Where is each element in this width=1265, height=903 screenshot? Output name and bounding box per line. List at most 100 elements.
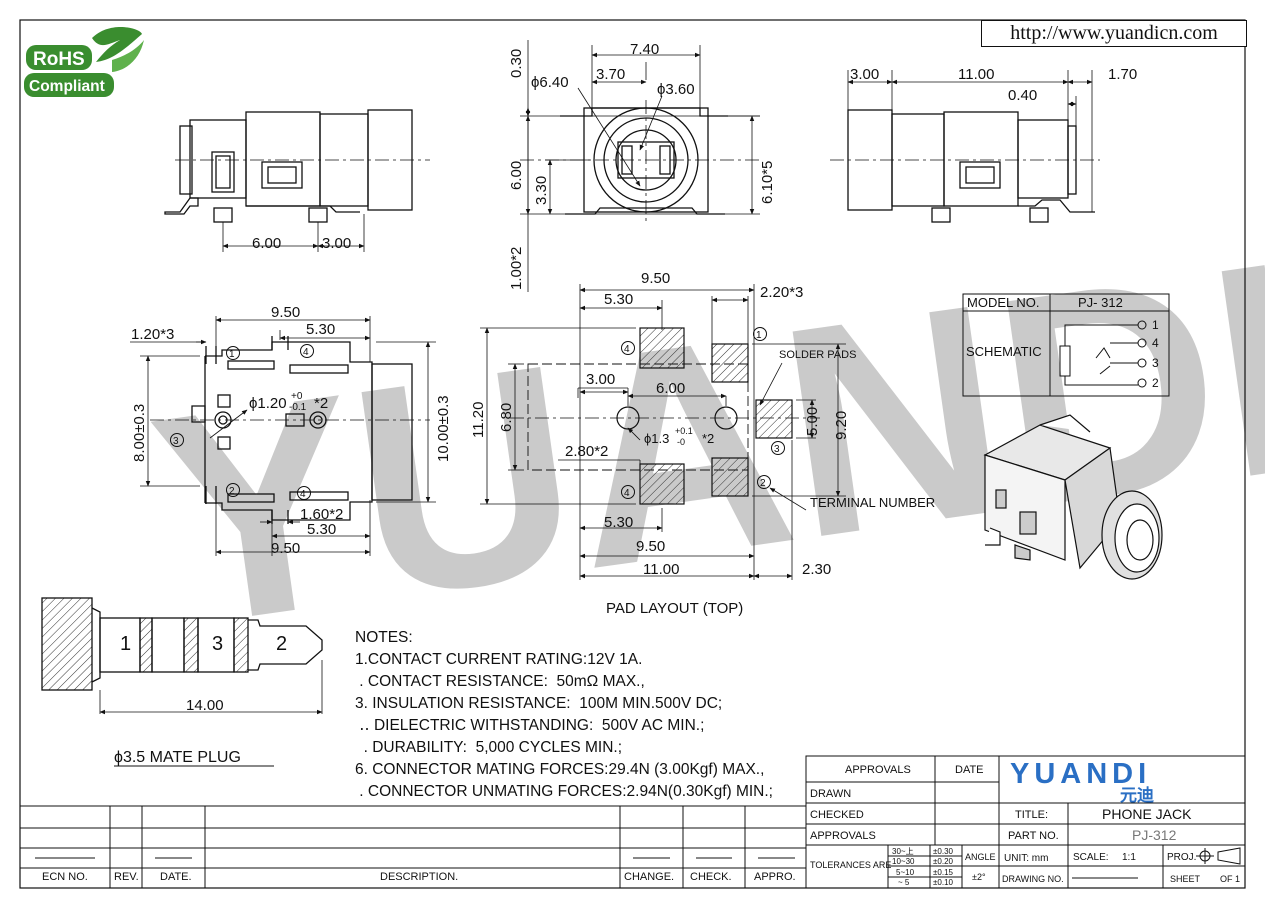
note-item: ‥ DIELECTRIC WITHSTANDING: 500V AC MIN.; [355,717,705,734]
note-item: . DURABILITY: 5,000 CYCLES MIN.; [355,739,623,756]
rev-header-ecn: ECN NO. [42,871,88,883]
schematic-pin-4: 4 [1152,336,1159,350]
dim-pad-530: 5.30 [604,291,633,308]
tb-checked: CHECKED [810,809,864,821]
dim-top-160x2: 1.60*2 [300,506,343,523]
dim-front-600: 6.00 [508,161,525,190]
rev-header-date: DATE. [160,871,192,883]
schematic-box [962,293,1170,397]
dim-top-d120: ϕ1.20 [249,395,287,412]
dim-top-d120-count: *2 [314,395,328,412]
tv-terminal-1: 1 [229,349,235,360]
schematic-pin-1: 1 [1152,318,1159,332]
dim-pad-280x2: 2.80*2 [565,443,608,460]
tb-title-value: PHONE JACK [1102,806,1192,822]
tb-tol-range-0: 30~上 [892,847,914,856]
pad-terminal-4b: 4 [624,488,630,499]
notes-title: NOTES: [355,629,413,646]
dim-plug-1400: 14.00 [186,697,224,714]
top-view-terminals [170,344,314,500]
mate-plug [41,597,323,767]
rev-header-check: CHECK. [690,871,732,883]
terminal-number-label: TERMINAL NUMBER [810,495,935,510]
solder-pads-label: SOLDER PADS [779,349,856,361]
dim-top-950b: 9.50 [271,540,300,557]
dim-pad-1100: 11.00 [643,561,679,578]
sheet-border [19,19,1246,889]
pad-terminal-3: 3 [774,444,780,455]
tb-date-header: DATE [955,764,984,776]
tv-terminal-2: 2 [229,486,235,497]
top-view [130,316,436,556]
tb-tol-range-3: ~ 5 [898,878,910,887]
tb-drawing-no: DRAWING NO. [1002,874,1064,884]
left-side-view [164,109,430,252]
plug-seg-3: 3 [212,633,223,655]
note-item: . CONTACT RESISTANCE: 50mΩ MAX., [355,673,645,690]
dim-front-370: 3.70 [596,66,625,83]
tb-proj-label: PROJ. [1167,852,1196,863]
rohs-logo: RoHS Compliant [24,26,144,97]
tb-tol-range-2: 5~10 [896,868,915,877]
plug-seg-2: 2 [276,633,287,655]
note-item: 6. CONNECTOR MATING FORCES:29.4N (3.00Kg… [355,761,765,778]
dim-pad-d130-minus: -0 [677,437,685,447]
tb-unit: UNIT: mm [1004,853,1048,864]
dim-top-950: 9.50 [271,304,300,321]
front-view [520,40,760,292]
tb-tol-value-1: ±0.20 [933,857,954,866]
note-item: 3. INSULATION RESISTANCE: 100M MIN.500V … [355,695,723,712]
dim-top-530: 5.30 [306,321,335,338]
dim-pad-600: 6.00 [656,380,685,397]
dim-pad-300: 3.00 [586,371,615,388]
schematic-label: SCHEMATIC [966,344,1042,359]
tb-title-label: TITLE: [1015,809,1048,821]
tb-tol-value-2: ±0.15 [933,868,954,877]
plug-seg-1: 1 [120,633,131,655]
dim-pad-950: 9.50 [641,270,670,287]
tb-tol-range-1: 10~30 [892,857,915,866]
dim-pad-530b: 5.30 [604,514,633,531]
dim-top-1000: 10.00±0.3 [435,395,452,462]
tv-terminal-4a: 4 [303,347,309,358]
dim-pad-500: 5.00 [804,407,821,436]
tb-tolerances-are: TOLERANCES ARE [810,860,891,870]
dim-front-100x2: 1.00*2 [508,247,525,290]
dim-pad-680: 6.80 [498,403,515,432]
dim-pad-950b: 9.50 [636,538,665,555]
mate-plug-caption: ϕ3.5 MATE PLUG [114,749,241,766]
dim-pad-220x3: 2.20*3 [760,284,803,301]
compliant-text: Compliant [29,78,105,95]
dim-top-120x3: 1.20*3 [131,326,174,343]
rev-header-description: DESCRIPTION. [380,871,459,883]
dim-pad-d130: ϕ1.3 [644,431,669,446]
pad-terminals [621,327,785,499]
website-url: http://www.yuandicn.com [981,20,1247,47]
pad-layout-caption: PAD LAYOUT (TOP) [606,600,743,617]
dim-pad-230: 2.30 [802,561,831,578]
rohs-text: RoHS [33,49,85,70]
model-no-label: MODEL NO. [967,295,1039,310]
pad-terminal-4a: 4 [624,344,630,355]
dim-front-330: 3.30 [533,176,550,205]
dim-right-1100: 11.00 [958,66,994,83]
dim-top-530b: 5.30 [307,521,336,538]
iso-view [983,414,1163,580]
dim-left-600: 6.00 [252,235,281,252]
model-no-value: PJ- 312 [1078,295,1123,310]
dim-pad-d130-plus: +0.1 [675,426,693,436]
tb-angle-value: ±2° [972,872,986,882]
tb-tol-value-0: ±0.30 [933,847,954,856]
right-side-view [830,70,1100,223]
tb-tol-value-3: ±0.10 [933,878,954,887]
schematic-pin-2: 2 [1152,376,1159,390]
schematic-pin-3: 3 [1152,356,1159,370]
tb-sheet-of: OF 1 [1220,874,1240,884]
dim-top-800: 8.00±0.3 [131,404,148,462]
rev-header-rev: REV. [114,871,139,883]
tb-scale-value: 1:1 [1122,852,1136,863]
note-item: . CONNECTOR UNMATING FORCES:2.94N(0.30Kg… [355,783,773,800]
dim-left-300: 3.00 [322,235,351,252]
dim-pad-1120: 11.20 [470,402,487,438]
yuandi-logo-text: YUANDI [1010,758,1151,790]
